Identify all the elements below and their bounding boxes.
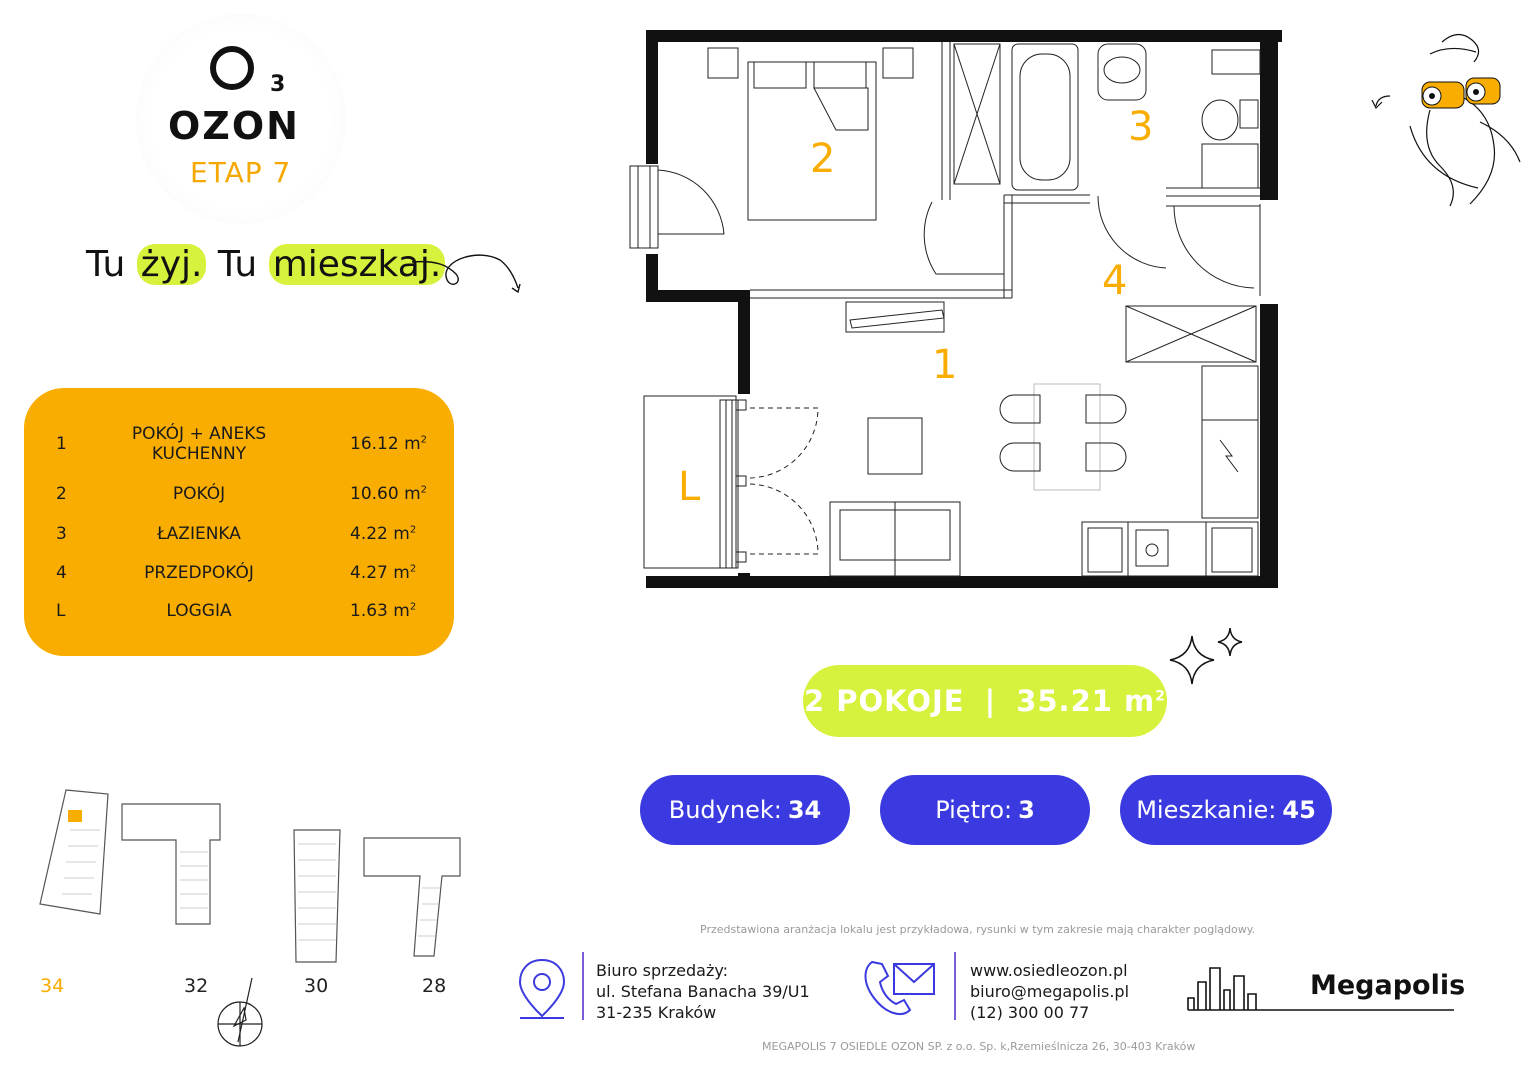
disclaimer: Przedstawiona aranżacja lokalu jest przy…: [700, 923, 1256, 936]
floor-badge: Piętro:3: [880, 775, 1090, 845]
building-label: 30: [304, 975, 328, 997]
plan-label-room-3: 3: [1128, 104, 1153, 150]
room-id: 1: [56, 434, 67, 454]
room-id: 2: [56, 484, 67, 504]
floor-number: 3: [1018, 796, 1035, 824]
floor-plan: 1 2 3 4 L: [629, 30, 1282, 588]
room-id: 3: [56, 524, 67, 544]
divider: [582, 952, 584, 1020]
logo-subscript: 3: [270, 72, 286, 97]
total-area: 35.21 m2: [1016, 684, 1166, 718]
building-number: 34: [787, 796, 822, 824]
sales-office: Biuro sprzedaży: ul. Stefana Banacha 39/…: [596, 960, 810, 1023]
slogan: Tu żyj. Tu mieszkaj.: [86, 244, 446, 285]
room-name: ŁAZIENKA: [157, 524, 241, 544]
divider: [954, 952, 956, 1020]
phone-mail-icon: [864, 960, 935, 1015]
office-title: Biuro sprzedaży:: [596, 961, 729, 980]
sparkle-icon: [1169, 627, 1243, 685]
apartment-badge: Mieszkanie:45: [1120, 775, 1332, 845]
room-area: 4.22 m2: [350, 524, 417, 544]
brand-name: Megapolis: [1310, 970, 1466, 1001]
building-label: 28: [422, 975, 446, 997]
room-area: 4.27 m2: [350, 563, 417, 583]
slogan-part-2: Tu: [206, 244, 269, 285]
logo-name: OZON: [168, 104, 300, 148]
room-name: POKÓJ + ANEKS KUCHENNY: [131, 424, 267, 464]
room-name: PRZEDPOKÓJ: [144, 563, 254, 583]
site-plan: 34 32 30 28: [39, 789, 461, 1047]
office-street: ul. Stefana Banacha 39/U1: [596, 982, 810, 1001]
office-city: 31-235 Kraków: [596, 1003, 717, 1022]
apartment-number: 45: [1282, 796, 1316, 824]
plan-label-loggia: L: [678, 464, 701, 510]
room-name: LOGGIA: [166, 601, 232, 621]
apartment-size-badge: 2 POKOJE | 35.21 m2: [803, 665, 1167, 737]
separator: |: [984, 684, 997, 718]
building-label: 32: [184, 975, 208, 997]
slogan-highlight-2: mieszkaj.: [268, 244, 446, 285]
plan-label-room-4: 4: [1102, 258, 1127, 304]
room-id: 4: [56, 563, 67, 583]
location-pin-icon: [518, 958, 566, 1019]
logo-stage: ETAP 7: [190, 156, 292, 189]
binoculars-girl-illustration: [1371, 33, 1521, 207]
room-area: 10.60 m2: [350, 484, 428, 504]
compass-icon: [217, 977, 263, 1047]
legal-info: MEGAPOLIS 7 OSIEDLE OZON SP. z o.o. Sp. …: [762, 1040, 1196, 1053]
slogan-part-1: Tu: [86, 244, 137, 285]
megapolis-skyline-logo: [1187, 967, 1454, 1011]
squiggle-arrow-icon: [411, 254, 521, 294]
website-link[interactable]: www.osiedleozon.pl: [970, 961, 1128, 980]
room-area: 16.12 m2: [350, 434, 428, 454]
slogan-highlight-1: żyj.: [136, 244, 207, 285]
room-id: L: [56, 601, 66, 621]
room-area: 1.63 m2: [350, 601, 417, 621]
room-name: POKÓJ: [172, 484, 226, 504]
plan-label-room-1: 1: [932, 342, 957, 388]
rooms-count: 2 POKOJE: [804, 684, 965, 718]
logo-o-mark: [210, 46, 254, 90]
building-label-selected: 34: [40, 975, 64, 997]
room-table: 1 POKÓJ + ANEKS KUCHENNY 16.12 m2 2 POKÓ…: [24, 388, 454, 656]
building-badge: Budynek:34: [640, 775, 850, 845]
email-link[interactable]: biuro@megapolis.pl: [970, 982, 1130, 1001]
contact-info: www.osiedleozon.pl biuro@megapolis.pl (1…: [970, 960, 1129, 1023]
plan-label-room-2: 2: [810, 136, 835, 182]
phone-number: (12) 300 00 77: [970, 1003, 1090, 1022]
